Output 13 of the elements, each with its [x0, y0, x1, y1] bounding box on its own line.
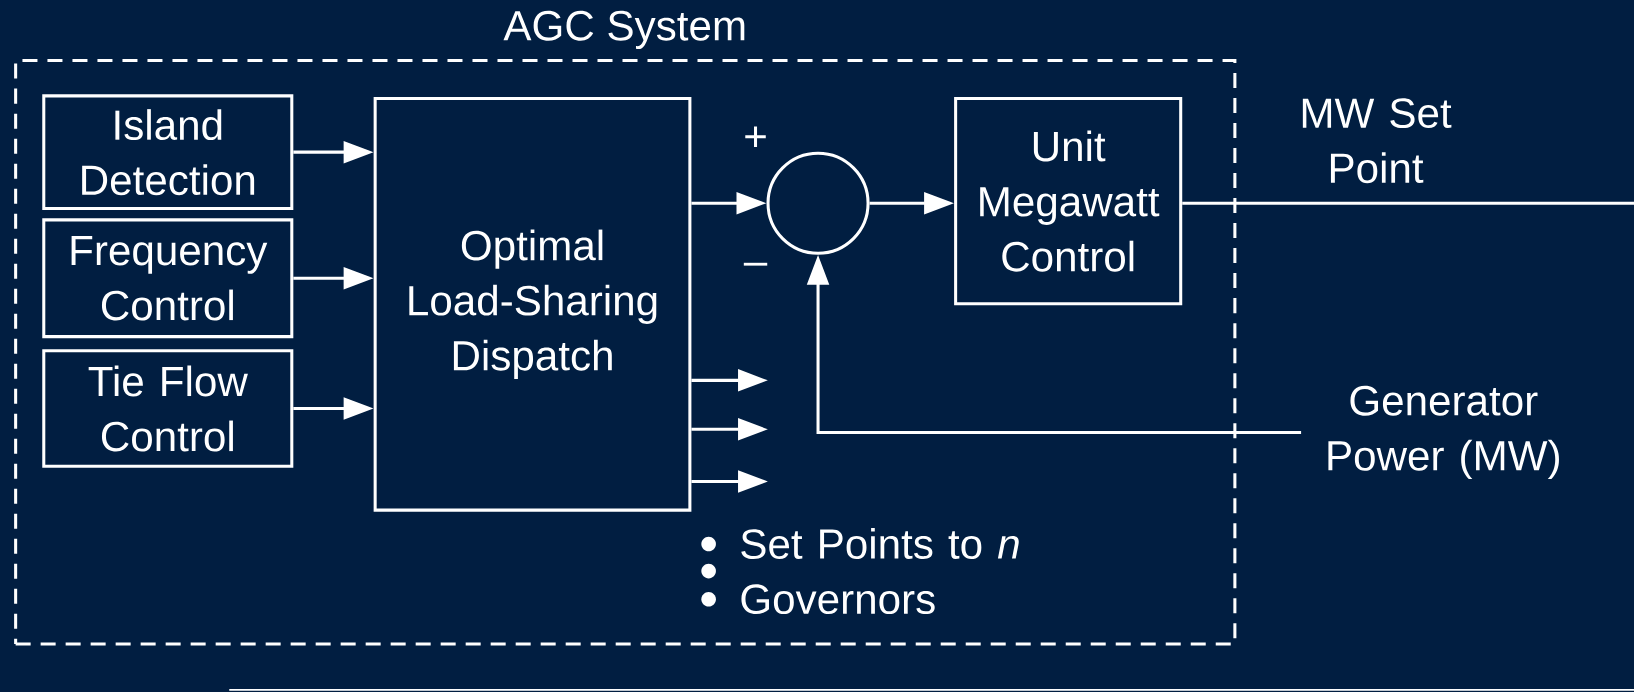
note-text: Set Points to n Governors — [741, 528, 1019, 615]
summing-junction — [766, 151, 870, 255]
process-box: Frequency Control — [42, 218, 294, 339]
process-box: Optimal Load-Sharing Dispatch — [373, 96, 692, 512]
edge-label: MW Set Point — [1302, 98, 1452, 184]
bare-text: Generator Power (MW) — [1328, 385, 1559, 480]
sign-label: – — [743, 262, 768, 266]
node-label: AGC System — [503, 10, 745, 50]
process-box: Unit Megawatt Control — [954, 96, 1183, 306]
process-box: Tie Flow Control — [42, 349, 294, 468]
sign-label: + — [745, 126, 766, 148]
connector-line — [1182, 201, 1634, 205]
process-box: Island Detection — [42, 94, 294, 210]
